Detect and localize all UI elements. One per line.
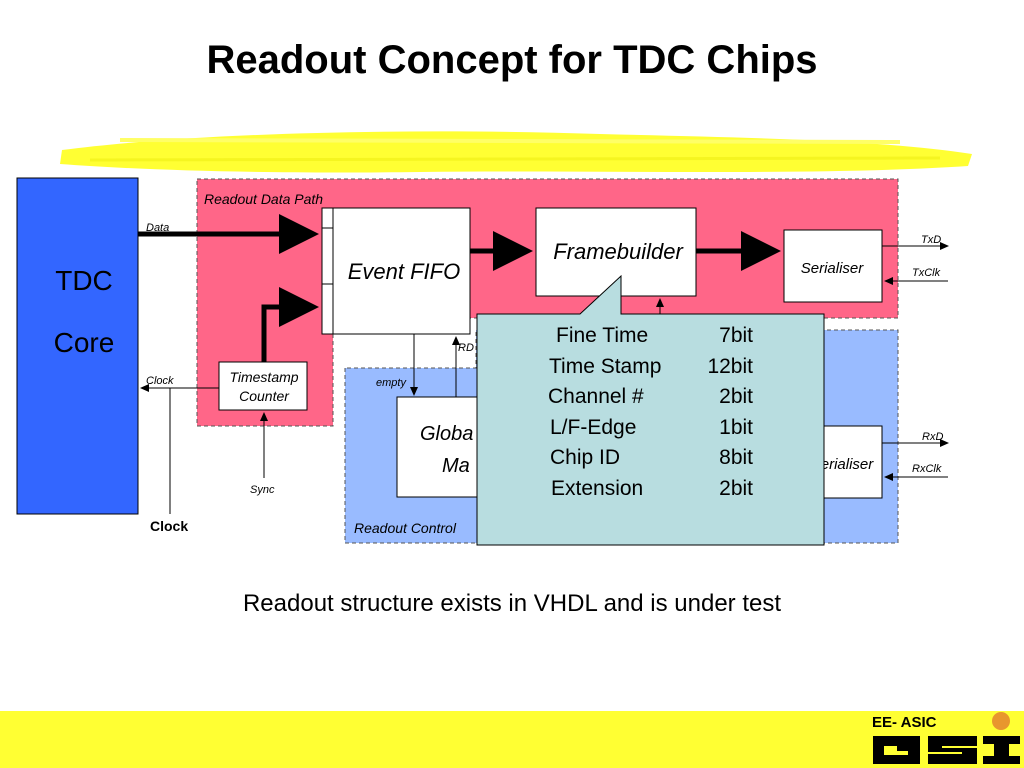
- readout-data-path-label: Readout Data Path: [204, 191, 323, 207]
- frame-field-name: Fine Time: [556, 324, 649, 347]
- frame-format-callout: [476, 274, 825, 546]
- data-signal-label: Data: [146, 222, 169, 234]
- footer-label: EE- ASIC: [872, 714, 937, 731]
- tdc-core-label-line2: Core: [54, 327, 115, 358]
- frame-field-bits: 2bit: [719, 476, 753, 500]
- slide-title: Readout Concept for TDC Chips: [206, 38, 818, 82]
- txd-label: TxD: [921, 234, 941, 246]
- timestamp-counter-block: [218, 361, 308, 411]
- frame-field-name: Extension: [551, 476, 644, 500]
- footer-bar: [0, 711, 1024, 768]
- tdc-core-label-line1: TDC: [55, 265, 113, 296]
- frame-field-name: Chip ID: [550, 446, 621, 469]
- empty-label: empty: [376, 377, 407, 389]
- timestamp-counter-label-line2: Counter: [239, 388, 290, 404]
- rxclk-label: RxClk: [912, 463, 942, 475]
- frame-field-name: Time Stamp: [549, 354, 662, 378]
- tdc-core-block: [16, 177, 139, 515]
- frame-field-bits: 2bit: [719, 385, 753, 408]
- frame-field-name: Channel #: [548, 385, 644, 408]
- clock-internal-label: Clock: [146, 375, 174, 387]
- timestamp-to-fifo-arrow: [261, 287, 319, 362]
- rd-label: RD: [458, 342, 474, 354]
- frame-field-name: L/F-Edge: [550, 415, 637, 439]
- frame-field-bits: 8bit: [719, 446, 753, 469]
- serialiser-rx-label: erialiser: [821, 456, 875, 473]
- clock-external-label: Clock: [150, 518, 188, 534]
- serialiser-tx-block: [783, 229, 883, 303]
- rxd-label: RxD: [922, 431, 943, 443]
- gsi-logo-letters-icon: [873, 736, 1020, 764]
- readout-control-label: Readout Control: [354, 520, 457, 536]
- title-highlight-stroke: [60, 131, 972, 173]
- frame-field-bits: 7bit: [719, 324, 753, 347]
- global-manager-label-line1: Globa: [420, 423, 473, 445]
- txclk-label: TxClk: [912, 267, 941, 279]
- gsi-logo-dot-icon: [992, 712, 1010, 730]
- frame-field-bits: 1bit: [719, 415, 753, 439]
- global-manager-block: [396, 396, 488, 498]
- event-fifo-block: [321, 207, 471, 335]
- framebuilder-label: Framebuilder: [553, 239, 684, 264]
- frame-field-bits: 12bit: [707, 354, 753, 378]
- event-fifo-label: Event FIFO: [348, 259, 460, 284]
- sync-label: Sync: [250, 484, 275, 496]
- timestamp-counter-label-line1: Timestamp: [229, 369, 298, 385]
- slide-caption: Readout structure exists in VHDL and is …: [242, 590, 782, 617]
- serialiser-tx-label: Serialiser: [801, 260, 865, 277]
- global-manager-label-line2: Ma: [442, 455, 470, 477]
